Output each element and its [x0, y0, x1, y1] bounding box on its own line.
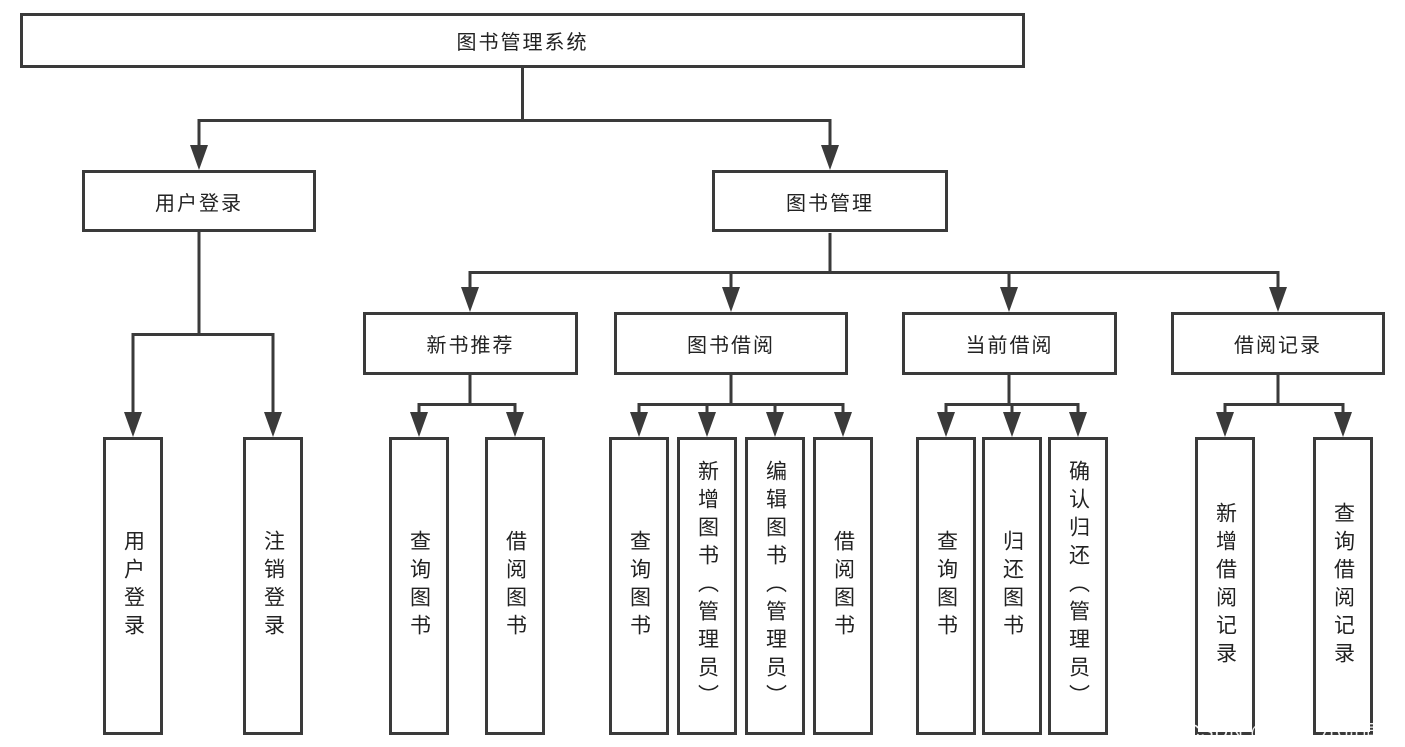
arrowhead — [461, 287, 479, 312]
node-current-borrowing: 当前借阅 — [902, 312, 1117, 375]
leaf-add-books-admin: 新增图书（管理员） — [677, 437, 737, 735]
connector — [637, 375, 845, 417]
leaf-edit-books-admin: 编辑图书（管理员） — [745, 437, 805, 735]
node-user-login: 用户登录 — [82, 170, 316, 232]
connector — [1223, 375, 1345, 417]
leaf-query-books-borrowing: 查询图书 — [609, 437, 669, 735]
arrowhead — [506, 412, 524, 437]
leaf-confirm-return-admin: 确认归还（管理员） — [1048, 437, 1108, 735]
leaf-borrow-books-borrowing: 借阅图书 — [813, 437, 873, 735]
connector — [944, 375, 1080, 417]
arrowhead — [766, 412, 784, 437]
node-book-management: 图书管理 — [712, 170, 948, 232]
csdn-watermark: CSDN @软件_小贺同学 — [1186, 722, 1402, 743]
arrowhead — [1334, 412, 1352, 437]
leaf-return-books: 归还图书 — [982, 437, 1042, 735]
arrowhead — [937, 412, 955, 437]
leaf-borrow-books-recommend: 借阅图书 — [485, 437, 545, 735]
arrowhead — [722, 287, 740, 312]
arrowhead — [834, 412, 852, 437]
arrowhead — [1269, 287, 1287, 312]
node-book-borrowing: 图书借阅 — [614, 312, 848, 375]
arrowhead — [1069, 412, 1087, 437]
arrowheads — [124, 145, 1352, 437]
arrowhead — [821, 145, 839, 170]
node-borrowing-records: 借阅记录 — [1171, 312, 1385, 375]
arrowhead — [264, 412, 282, 437]
arrowhead — [1003, 412, 1021, 437]
node-library-management-system: 图书管理系统 — [20, 13, 1025, 68]
connector — [197, 68, 832, 150]
leaf-add-borrow-record: 新增借阅记录 — [1195, 437, 1255, 735]
arrowhead — [630, 412, 648, 437]
leaf-query-borrow-record: 查询借阅记录 — [1313, 437, 1373, 735]
arrowhead — [124, 412, 142, 437]
leaf-query-books-recommend: 查询图书 — [389, 437, 449, 735]
connector — [417, 375, 517, 417]
connector — [468, 233, 1280, 292]
leaf-query-books-current: 查询图书 — [916, 437, 976, 735]
arrowhead — [190, 145, 208, 170]
arrowhead — [410, 412, 428, 437]
arrowhead — [1216, 412, 1234, 437]
node-new-book-recommend: 新书推荐 — [363, 312, 578, 375]
leaf-user-login: 用户登录 — [103, 437, 163, 735]
leaf-logout: 注销登录 — [243, 437, 303, 735]
connector — [131, 232, 275, 417]
arrowhead — [1000, 287, 1018, 312]
arrowhead — [698, 412, 716, 437]
